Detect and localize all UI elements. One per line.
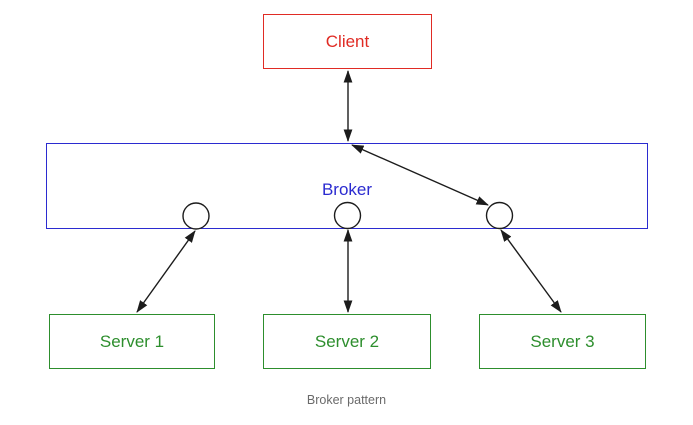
server2-label: Server 2	[314, 331, 380, 351]
broker-label: Broker	[321, 180, 373, 199]
diagram-caption: Broker pattern	[306, 393, 387, 407]
server3-label: Server 3	[530, 331, 595, 351]
server3-box: Server 3	[479, 314, 646, 369]
client-box: Client	[263, 14, 432, 69]
client-label: Client	[325, 31, 370, 51]
server1-label: Server 1	[99, 331, 165, 351]
port3-server3-arrow	[500, 229, 562, 313]
port1-server1-arrow	[136, 230, 196, 313]
server1-box: Server 1	[49, 314, 215, 369]
server2-box: Server 2	[263, 314, 431, 369]
